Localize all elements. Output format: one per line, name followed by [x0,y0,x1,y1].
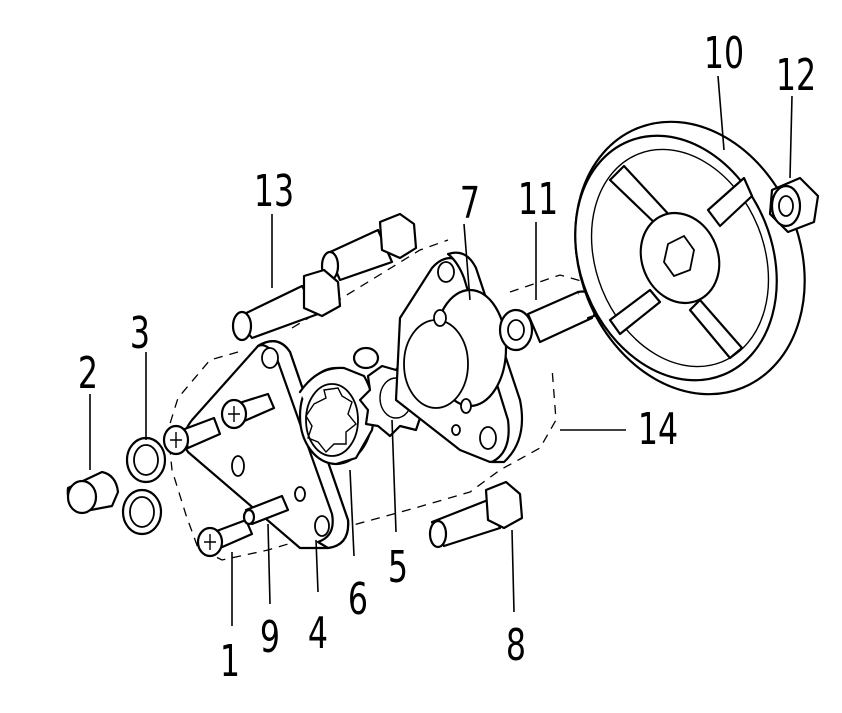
callout-7: 7 [460,178,480,230]
shaft-part-11 [498,290,597,352]
pulley-part-10 [574,120,806,396]
callout-12: 12 [776,50,816,102]
screw-part-1-upper [162,416,222,456]
screw-part-1-middle [220,392,276,430]
leader-lines [89,75,793,626]
callout-2: 2 [78,348,98,400]
callout-13: 13 [254,166,294,218]
callout-4: 4 [308,608,328,660]
callout-14: 14 [638,404,678,456]
callout-3: 3 [130,308,150,360]
right-flange-housing-part-7 [394,251,524,464]
pin-part-9 [242,494,290,526]
screw-part-1-lower [196,518,254,558]
nut-part-12 [768,176,820,234]
callout-1: 1 [220,636,240,688]
callout-5: 5 [388,542,408,594]
o-ring-part-3-upper [125,436,167,484]
bolt-part-8 [428,480,524,549]
bolt-part-13-upper [320,212,418,282]
bolt-part-13-lower [231,268,342,342]
bushing-part-2 [66,470,120,515]
callout-9: 9 [260,612,280,664]
callout-8: 8 [506,620,526,672]
o-ring-part-3-lower [121,488,163,536]
gear-ring-part-6 [298,366,375,466]
callout-labels: 1 2 3 4 5 6 7 8 9 10 11 12 13 14 [78,28,816,688]
callout-6: 6 [348,574,368,626]
callout-11: 11 [518,174,558,226]
callout-10: 10 [704,28,744,80]
